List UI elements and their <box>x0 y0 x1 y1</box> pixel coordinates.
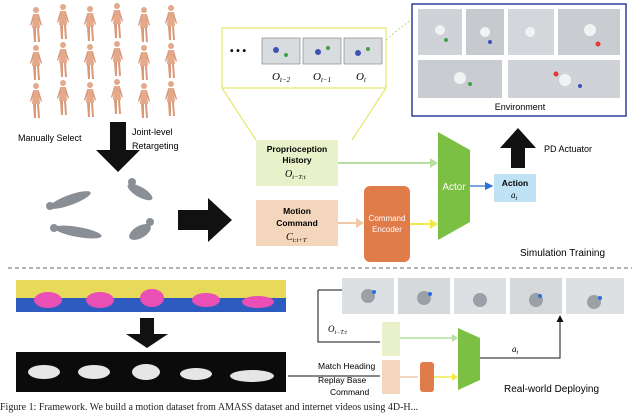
encoder-line1: Command <box>369 214 406 223</box>
obs-ellipsis: • • • <box>230 46 247 57</box>
action-symbol: at <box>511 190 518 202</box>
motion-source-humans <box>30 3 177 118</box>
encoder-line2: Encoder <box>372 225 402 234</box>
motion-command-symbol: Ct:t+T <box>286 232 307 244</box>
observation-frames <box>261 37 383 65</box>
deploy-motion-box <box>382 360 400 394</box>
video-frames <box>16 280 286 312</box>
obs-feed-line <box>317 290 380 343</box>
retargeting-label: Retargeting <box>132 141 179 151</box>
retarget-down-arrow <box>96 122 140 172</box>
motion-command-box <box>256 200 338 246</box>
replay-base-label: Replay Base <box>318 375 366 385</box>
manual-select-label: Manually Select <box>18 133 82 143</box>
command-label: Command <box>330 387 369 397</box>
joint-level-label: Joint-level <box>132 127 173 137</box>
to-command-arrow <box>178 198 232 242</box>
extracted-poses <box>16 352 286 392</box>
command-encoder-box <box>364 186 410 262</box>
obs-frame-label-2: Ot−1 <box>313 71 331 84</box>
video-down-arrow <box>126 318 168 348</box>
actor-label: Actor <box>442 182 466 193</box>
proprioception-symbol: Ot−T:t <box>285 169 306 181</box>
deploy-actor-block <box>458 328 480 390</box>
obs-strip-outline <box>221 27 387 89</box>
deploy-action-symbol: at <box>512 344 519 356</box>
action-label: Action <box>502 178 528 188</box>
deploy-obs-symbol: Ot−T:t <box>328 324 347 336</box>
obs-frame-label-1: Ot−2 <box>272 71 291 84</box>
match-heading-label: Match Heading <box>318 361 375 371</box>
motion-command-line2: Command <box>276 218 318 228</box>
robot-frames <box>342 278 624 314</box>
environment-images <box>418 9 620 98</box>
proprioception-box <box>256 140 338 186</box>
deploy-encoder-box <box>420 362 434 392</box>
environment-label: Environment <box>495 102 546 112</box>
proprioception-line2: History <box>282 155 312 165</box>
obs-frame-label-3: Ot <box>356 71 367 84</box>
figure-caption: Figure 1: Framework. We build a motion d… <box>0 402 419 413</box>
pd-actuator-arrow <box>500 128 536 168</box>
proprioception-line1: Proprioception <box>267 144 327 154</box>
simulation-training-label: Simulation Training <box>520 248 605 259</box>
retargeted-poses <box>46 178 154 240</box>
action-box <box>494 174 536 202</box>
motion-command-line1: Motion <box>283 206 311 216</box>
actor-block <box>438 132 470 240</box>
deploy-action-line <box>480 315 564 359</box>
pd-actuator-label: PD Actuator <box>544 144 592 154</box>
deploy-prop-box <box>382 322 400 356</box>
real-world-label: Real-world Deploying <box>504 384 599 395</box>
